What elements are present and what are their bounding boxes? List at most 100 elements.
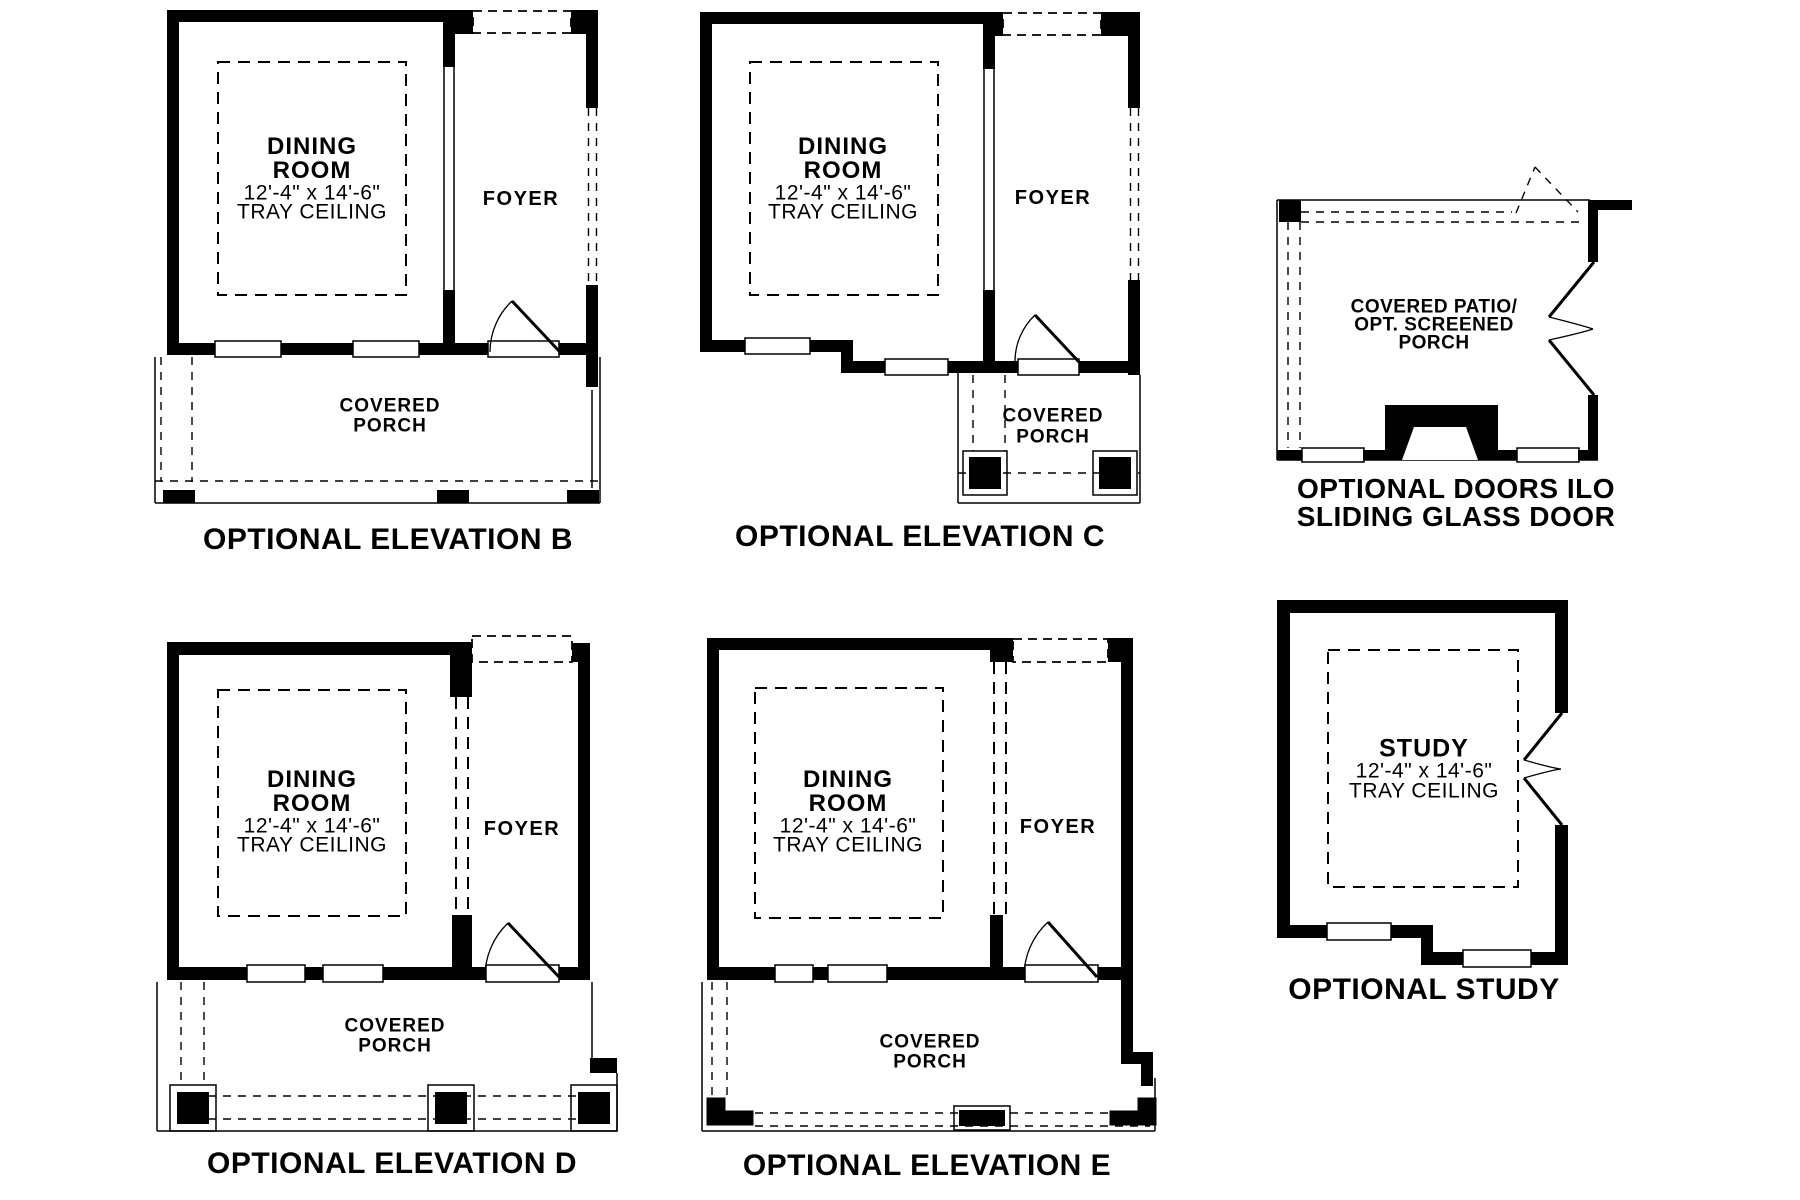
wall (1588, 395, 1598, 460)
elevation-c-caption: OPTIONAL ELEVATION C (734, 520, 1106, 553)
french-door-arc (1523, 759, 1562, 770)
elevation-d-porch-label-line1: COVERED (344, 1015, 446, 1037)
porch-post (706, 1097, 754, 1126)
entry-steps-tread (1402, 427, 1478, 460)
study-room-name: STUDY (1379, 734, 1469, 763)
porch-post (567, 490, 599, 503)
wall (167, 642, 457, 655)
french-door-leaf (1522, 712, 1564, 761)
door-swing-arc (1023, 921, 1049, 978)
elevation-d-ceiling-label: TRAY CEILING (237, 833, 387, 857)
wall (1555, 825, 1568, 965)
elevation-b-room-name-line2: ROOM (272, 157, 352, 184)
wall (578, 643, 590, 980)
elevation-c-room-name-line1: DINING (798, 133, 888, 160)
french-door-arc (1548, 328, 1594, 341)
patio-label-line1: COVERED PATIO/ (1350, 296, 1518, 318)
door-swing-arc (484, 922, 509, 978)
porch-post (163, 490, 195, 503)
patio-caption-line1: OPTIONAL DOORS ILO (1296, 473, 1616, 504)
elevation-d-plan (156, 635, 618, 1132)
porch-post (962, 450, 1008, 496)
wall (1121, 1052, 1153, 1064)
elevation-e-room-name-line2: ROOM (808, 790, 888, 817)
window (322, 964, 384, 983)
roof-gable-dashed (1534, 166, 1579, 213)
window (352, 340, 420, 358)
porch-post (437, 490, 469, 503)
wall (1277, 600, 1290, 938)
elevation-c-ceiling-label: TRAY CEILING (768, 200, 918, 224)
elevation-c-room-name-line2: ROOM (803, 157, 883, 184)
patio-label-line2: OPT. SCREENED (1354, 314, 1514, 336)
wall (1003, 967, 1027, 980)
interior-wall (443, 22, 455, 67)
wall (586, 10, 598, 108)
elevation-e-porch-label-line2: PORCH (893, 1051, 967, 1073)
wall (167, 10, 179, 355)
tray-ceiling-outline (749, 61, 939, 296)
elevation-c-plan (700, 12, 1141, 504)
french-door-arc (1523, 768, 1562, 779)
tray-ceiling-outline (754, 687, 944, 919)
elevation-c-porch-label-line1: COVERED (1002, 405, 1104, 427)
wall (167, 967, 458, 980)
cased-opening (472, 10, 572, 34)
patio-caption-line2: SLIDING GLASS DOOR (1296, 501, 1616, 532)
window (214, 340, 282, 358)
wall (167, 642, 179, 980)
porch-post (177, 1092, 209, 1124)
porch-post (1109, 1097, 1157, 1126)
window (1326, 922, 1392, 941)
wall (558, 967, 590, 980)
patio-post (1279, 200, 1301, 222)
wall (1498, 450, 1518, 460)
roof-gable-dashed (1515, 166, 1536, 214)
porch-post (435, 1092, 467, 1124)
wall (707, 638, 992, 650)
patio-label-line3: PORCH (1398, 332, 1470, 354)
wall (455, 10, 473, 34)
porch-post (570, 1084, 618, 1132)
wall (586, 285, 598, 355)
wall (700, 12, 712, 352)
door-threshold (1024, 964, 1099, 983)
patio-doors-plan (1276, 166, 1632, 463)
window (774, 964, 814, 983)
wall (1555, 600, 1568, 713)
elevation-e-room-name-line1: DINING (803, 766, 893, 793)
window (827, 964, 888, 983)
elevation-b-foyer-label: FOYER (482, 188, 560, 210)
elevation-c-room-dims: 12'-4" x 14'-6" (774, 181, 912, 205)
wall (1277, 450, 1303, 460)
elevation-d-room-name-line2: ROOM (272, 790, 352, 817)
elevation-e-plan (701, 638, 1157, 1132)
door-leaf (1033, 313, 1081, 364)
study-ceiling-label: TRAY CEILING (1349, 779, 1499, 803)
wall (1141, 1064, 1153, 1086)
wall (707, 638, 719, 980)
door-threshold (1017, 358, 1080, 376)
interior-wall (983, 290, 995, 373)
elevation-b-room-dims: 12'-4" x 14'-6" (243, 181, 381, 205)
french-door-leaf (1547, 339, 1596, 396)
elevation-e-porch-label-line1: COVERED (879, 1031, 981, 1053)
wall (1128, 280, 1140, 375)
elevation-d-room-dims: 12'-4" x 14'-6" (243, 814, 381, 838)
wall (167, 10, 457, 22)
door-swing-arc (489, 300, 513, 353)
door-leaf (1046, 921, 1099, 978)
wall (586, 355, 598, 387)
wall (1363, 450, 1385, 460)
porch-post (953, 1105, 1011, 1131)
wall (700, 12, 990, 24)
wall (1588, 200, 1598, 262)
wall (1108, 638, 1133, 662)
wall (1128, 12, 1140, 108)
elevation-d-porch-label-line2: PORCH (358, 1035, 432, 1057)
elevation-b-room-name-line1: DINING (267, 133, 357, 160)
elevation-c-foyer-label: FOYER (1014, 187, 1092, 209)
elevation-d-caption: OPTIONAL ELEVATION D (206, 1147, 578, 1180)
window (1462, 949, 1532, 968)
wall (472, 967, 488, 980)
